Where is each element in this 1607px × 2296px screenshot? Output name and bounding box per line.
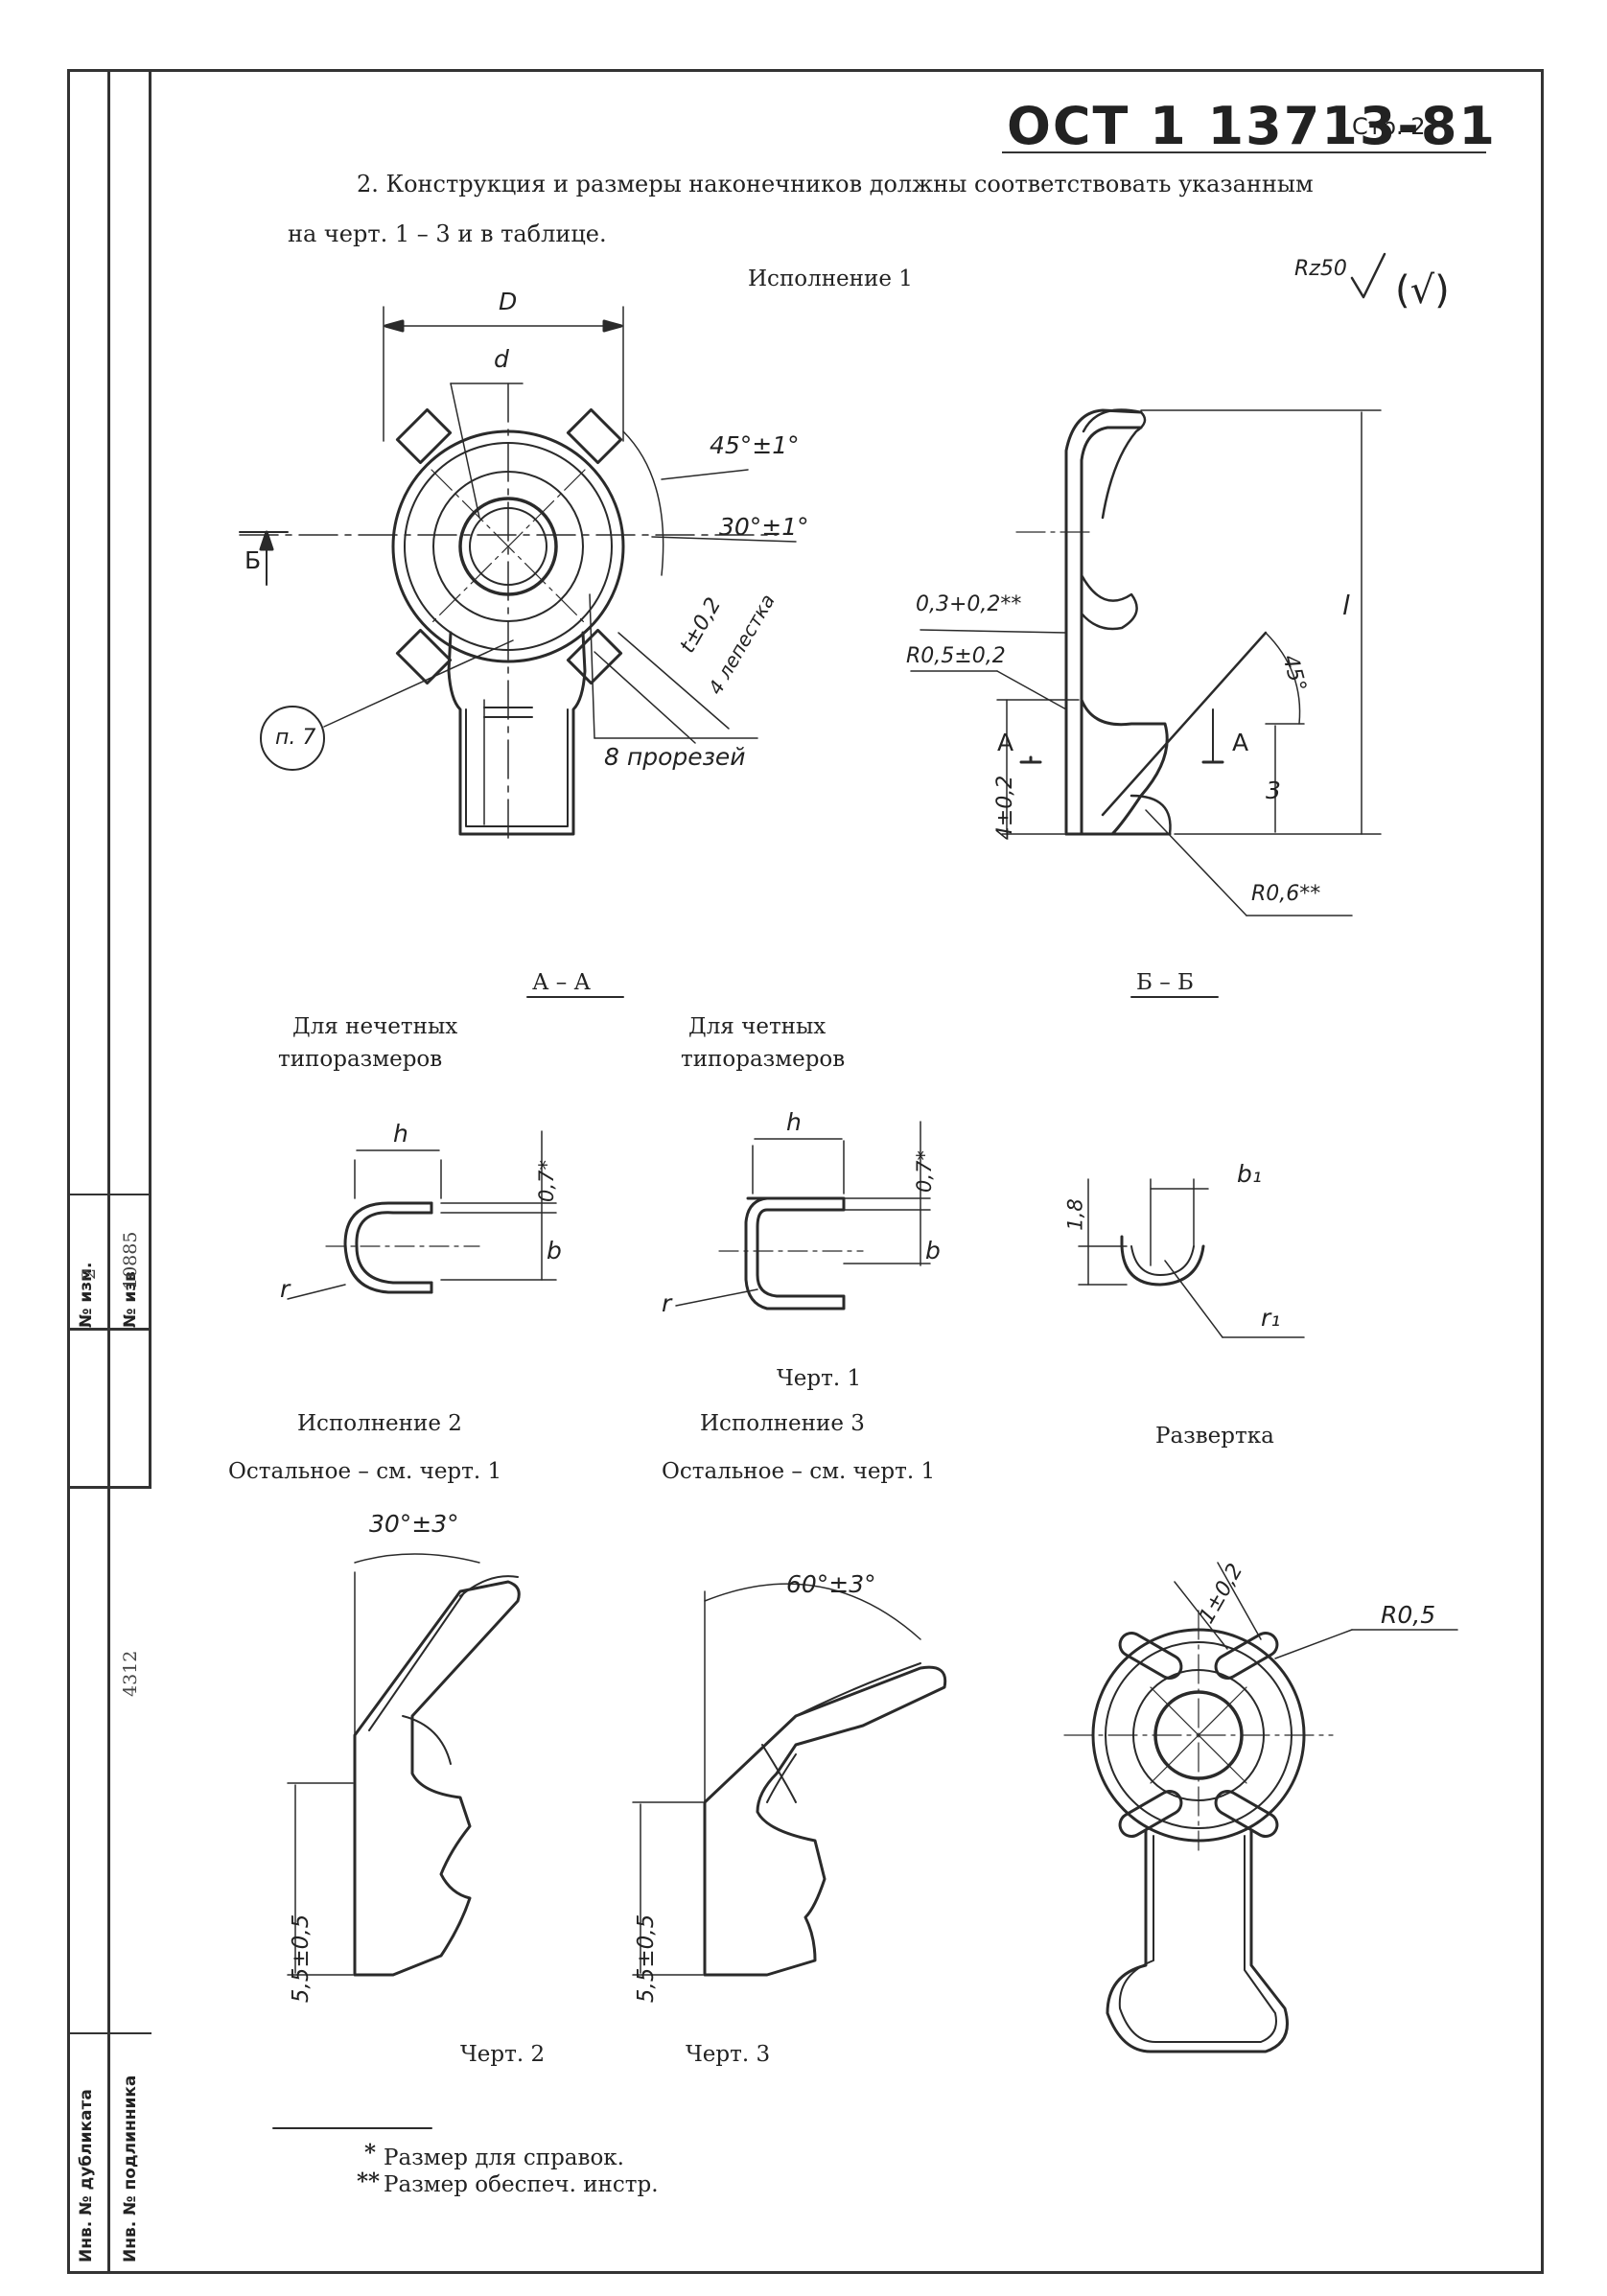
variant2-rest: Остальное – см. черт. 1 [228,1459,502,1484]
section-a-right: А [1232,729,1249,756]
fig2-angle: 30°±3° [369,1510,459,1538]
bb-r1: r₁ [1261,1304,1281,1332]
dim-D: D [499,288,518,315]
flat-radius: R0,5 [1381,1601,1436,1629]
aa-odd-b: b [547,1237,562,1264]
variant1-title: Исполнение 1 [748,267,913,291]
section-b-arrow-label: Б [245,546,262,574]
stamp-strip-divider [107,1486,110,2272]
dim-three: 3 [1266,777,1281,804]
section-bb-title: Б – Б [1136,970,1194,995]
dim-thickness: 0,3+0,2** [916,592,1022,616]
section-aa-title: А – А [532,970,591,995]
fig2-caption: Черт. 2 [460,2042,546,2067]
dim-l: l [1342,590,1350,621]
footnote-text-1: Размер для справок. [384,2145,624,2170]
fig2-height: 5,5±0,5 [289,1913,314,2004]
section-aa-even [675,1121,931,1310]
intro-line-1: 2. Конструкция и размеры наконечников до… [357,171,1314,197]
fig3-side-view [632,1583,947,1977]
aa-odd-thickness: 0,7* [534,1160,558,1202]
roughness-mark: Rz50 [1294,257,1347,281]
aa-even-r: r [662,1289,672,1317]
variant3-title: Исполнение 3 [700,1411,865,1436]
dim-slots: 8 прорезей [604,743,746,771]
fig3-angle: 60°±3° [786,1570,876,1598]
fig1-top-view [239,306,797,845]
header-underline [1002,151,1486,153]
fig2-side-view [287,1553,521,1977]
odd-caption-1: Для нечетных [292,1014,458,1039]
even-caption-1: Для четных [688,1014,827,1039]
fig1-side-view [910,408,1382,916]
footnote-text-2: Размер обеспеч. инстр. [384,2172,659,2197]
roughness-check: (√) [1395,268,1450,313]
stamp-strip-divider [107,69,110,2274]
section-bb [1078,1178,1305,1338]
roughness-symbol [1350,252,1386,299]
note-p7: п. 7 [275,726,316,750]
drawing-frame [67,69,1544,2274]
footnote-star-2: ** [357,2168,381,2194]
dim-d: d [494,345,509,373]
aa-odd-r: r [280,1275,291,1303]
aa-even-h: h [786,1108,802,1136]
page-number: Стр. 2 [1352,113,1426,140]
dim-angle-45: 45°±1° [710,431,800,459]
section-a-left: А [997,729,1014,756]
bb-b1: b₁ [1237,1160,1262,1188]
dim-angle-30: 30°±1° [719,513,809,541]
odd-caption-2: типоразмеров [278,1047,443,1072]
flat-pattern [1063,1562,1458,2053]
aa-odd-h: h [393,1120,408,1148]
stamp-strip-divider [149,69,151,1488]
stamp-strip-divider [67,1194,151,1195]
variant2-title: Исполнение 2 [297,1411,462,1436]
section-aa-odd [287,1130,557,1300]
dim-r06: R0,6** [1251,882,1321,906]
even-caption-2: типоразмеров [681,1047,846,1072]
footnote-star-1: * [364,2140,377,2166]
stamp-strip-divider [67,1328,151,1331]
intro-line-2: на черт. 1 – 3 и в таблице. [288,220,607,247]
standard-code: ОСТ 1 13713-81 [1007,96,1497,156]
dim-height: 4±0,2 [993,775,1018,841]
fig3-caption: Черт. 3 [686,2042,771,2067]
aa-even-thickness: 0,7* [912,1150,936,1193]
bb-1-8: 1,8 [1063,1198,1087,1231]
fig1-caption: Черт. 1 [777,1366,862,1391]
flat-pattern-title: Развертка [1155,1424,1274,1449]
aa-even-b: b [925,1237,941,1264]
variant3-rest: Остальное – см. черт. 1 [662,1459,936,1484]
dim-radius: R0,5±0,2 [906,644,1006,668]
fig3-height: 5,5±0,5 [634,1913,660,2004]
